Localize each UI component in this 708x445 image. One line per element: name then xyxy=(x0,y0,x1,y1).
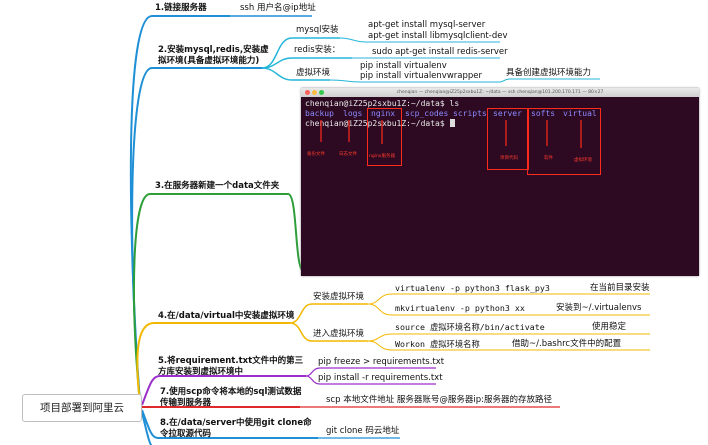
connector-pip xyxy=(305,367,436,385)
enter-note-bashrc: 借助~/.bashrc文件中的配置 xyxy=(512,339,622,349)
connector-install-items xyxy=(367,293,650,316)
terminal-command: ls xyxy=(449,99,460,108)
dir-softs: softs xyxy=(531,109,556,118)
install-cmd-virtualenv: virtualenv -p python3 flask_py3 xyxy=(395,283,550,293)
annotation-softs: 软件 xyxy=(544,156,553,161)
terminal-line-3: chenqian@iZ25p2sxbu1Z:~/data$ xyxy=(305,119,455,129)
connector-branch-5 xyxy=(141,375,306,406)
minimize-dot-icon xyxy=(312,90,317,95)
annotation-virtual: 虚拟环境 xyxy=(574,158,592,163)
branch-5-label-line1: 5.将requirement.txt文件中的第三 xyxy=(158,356,304,366)
redis-cmd: sudo apt-get install redis-server xyxy=(372,47,508,57)
git-clone-command: git clone 码云地址 xyxy=(326,426,400,436)
connector-branch-8 xyxy=(141,409,318,439)
pip-install-r-cmd: pip install -r requirements.txt xyxy=(318,373,443,383)
enter-venv-label: 进入虚拟环境 xyxy=(313,329,365,339)
connector-enter-venv xyxy=(289,322,368,342)
install-note-virtualenvs: 安装到~/.virtualenvs xyxy=(556,303,642,313)
branch-3-label: 3.在服务器新建一个data文件夹 xyxy=(155,181,280,191)
highlight-box-server xyxy=(487,108,529,170)
terminal-cursor xyxy=(449,119,455,127)
dir-scripts: scripts xyxy=(453,109,487,118)
enter-cmd-workon: Workon 虚拟环境名称 xyxy=(395,339,480,349)
venv-cmd-2: pip install virtualenvwrapper xyxy=(360,71,482,81)
highlight-box-nginx xyxy=(367,108,402,166)
install-cmd-mkvirtualenv: mkvirtualenv -p python3 xx xyxy=(395,303,525,313)
dir-scp-codes: scp_codes xyxy=(405,109,449,118)
enter-cmd-source: source 虚拟环境名称/bin/activate xyxy=(395,322,545,332)
branch-4-label: 4.在/data/virtual中安装虚拟环境 xyxy=(158,311,295,321)
dir-nginx: nginx xyxy=(371,109,396,118)
connector-mysql-cmds xyxy=(339,37,500,43)
annotation-nginx: nginx服务器 xyxy=(369,154,395,159)
annotation-arrows xyxy=(320,120,582,148)
root-node: 项目部署到阿里云 xyxy=(22,394,142,422)
zoom-dot-icon xyxy=(319,90,324,95)
branch-8-label-line1: 8.在/data/server中使用git clone命 xyxy=(160,418,312,428)
terminal-prompt-1: chenqian@iZ25p2sxbu1Z:~/data$ xyxy=(305,99,450,108)
branch-7-label-line2: 传输到服务器 xyxy=(160,398,212,408)
connector-branch-4 xyxy=(136,322,290,404)
install-venv-label: 安装虚拟环境 xyxy=(313,292,365,302)
connector-branch-8b xyxy=(141,411,153,445)
connector-redis xyxy=(261,57,352,69)
annotation-logs: 日志文件 xyxy=(339,152,357,157)
scp-command: scp 本地文件地址 服务器账号@服务器ip:服务器的存放路径 xyxy=(326,395,553,405)
highlight-box-softs-virtual xyxy=(527,108,601,175)
branch-5-label-line2: 方库安装到虚拟环境中 xyxy=(158,367,244,377)
dir-backup: backup xyxy=(305,109,334,118)
terminal-screenshot: chenqian — chenqian@iZ25p2sxbu1Z: ~/data… xyxy=(301,88,699,276)
annotation-backup: 备份文件 xyxy=(307,152,325,157)
branch-2-label-line2: 拟环境(具备虚拟环境能力) xyxy=(158,56,260,66)
redis-label: redis安装： xyxy=(294,45,341,55)
terminal-titlebar: chenqian — chenqian@iZ25p2sxbu1Z: ~/data… xyxy=(301,88,699,97)
branch-2-label-line1: 2.安装mysql,redis,安装虚 xyxy=(158,45,269,55)
mysql-cmd-2: apt-get install libmysqlclient-dev xyxy=(368,31,508,41)
ssh-command: ssh 用户名@ip地址 xyxy=(240,3,316,13)
branch-1-label: 1.链接服务器 xyxy=(155,3,207,13)
connector-venv-cmds xyxy=(329,78,600,83)
branch-7-label-line1: 7.使用scp命令将本地的sql测试数据 xyxy=(160,387,302,397)
mysql-label: mysql安装 xyxy=(296,25,339,35)
venv-note: 具备创建虚拟环境能力 xyxy=(506,68,592,78)
pip-freeze-cmd: pip freeze > requirements.txt xyxy=(318,357,445,367)
connector-install-venv xyxy=(289,303,368,324)
dir-server: server xyxy=(493,109,522,118)
dir-logs: logs xyxy=(343,109,363,118)
mysql-cmd-1: apt-get install mysql-server xyxy=(368,20,486,30)
terminal-line-1: chenqian@iZ25p2sxbu1Z:~/data$ ls xyxy=(305,99,459,109)
branch-8-label-line2: 令拉取源代码 xyxy=(160,429,212,439)
close-dot-icon xyxy=(305,90,310,95)
terminal-prompt-2: chenqian@iZ25p2sxbu1Z:~/data$ xyxy=(305,119,450,128)
annotation-server: 项目代码 xyxy=(500,156,518,161)
terminal-title: chenqian — chenqian@iZ25p2sxbu1Z: ~/data… xyxy=(396,90,604,95)
connector-venv xyxy=(261,67,330,81)
install-note-current-dir: 在当前目录安装 xyxy=(590,283,650,293)
venv-label: 虚拟环境 xyxy=(296,68,331,78)
connector-branch-2 xyxy=(131,67,262,404)
connector-branch-3 xyxy=(133,193,305,404)
connector-enter-items xyxy=(367,333,650,351)
venv-cmd-1: pip install virtualenv xyxy=(360,61,447,71)
dir-virtual: virtual xyxy=(563,109,597,118)
enter-note-stable: 使用稳定 xyxy=(592,322,627,332)
